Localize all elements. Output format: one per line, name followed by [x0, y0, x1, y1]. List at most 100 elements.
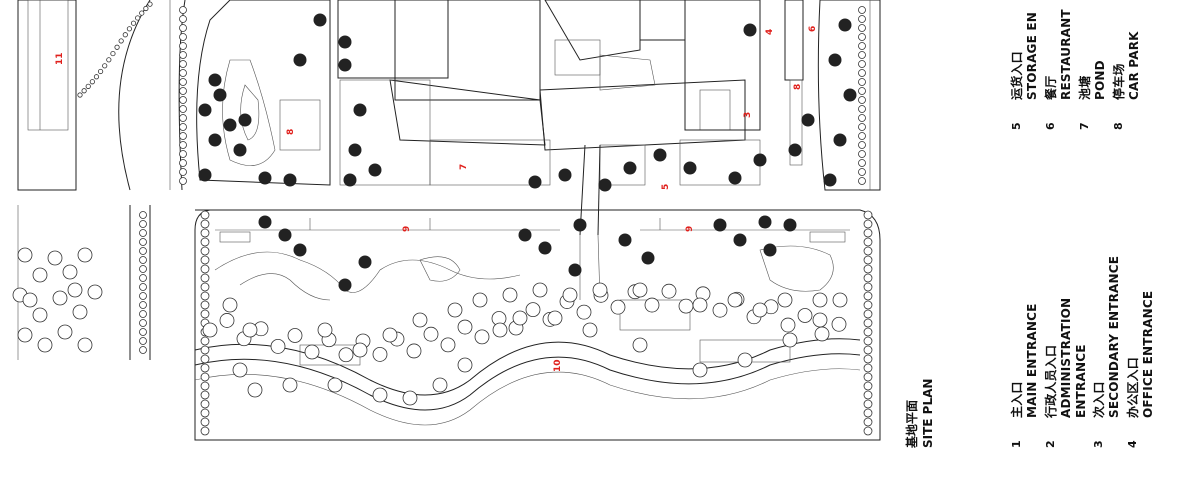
legend-num-2: 2	[1044, 440, 1057, 448]
tree-icon	[610, 299, 626, 315]
tree-icon	[858, 141, 866, 149]
tree-icon	[135, 15, 141, 21]
legend-cn-4: 办公区入口	[1126, 356, 1140, 418]
tree-icon	[713, 218, 727, 232]
tree-icon	[692, 362, 708, 378]
tree-icon	[179, 114, 187, 122]
tree-icon	[858, 69, 866, 77]
tree-icon	[858, 24, 866, 32]
tree-icon	[788, 143, 802, 157]
legend-en-8: CAR PARK	[1127, 31, 1141, 100]
tree-icon	[139, 211, 147, 219]
tree-icon	[474, 329, 490, 345]
tree-icon	[683, 161, 697, 175]
tree-icon	[831, 316, 847, 332]
legend-en-7: POND	[1093, 60, 1107, 100]
tree-icon	[126, 26, 133, 32]
tree-icon	[130, 20, 137, 26]
tree-icon	[72, 304, 88, 320]
tree-icon	[213, 88, 227, 102]
tree-icon	[678, 298, 694, 314]
tree-icon	[179, 42, 187, 50]
tree-icon	[858, 6, 866, 14]
tree-icon	[447, 302, 463, 318]
tree-icon	[343, 173, 357, 187]
tree-icon	[812, 292, 828, 308]
tree-icon	[102, 63, 108, 69]
tree-icon	[758, 215, 772, 229]
tree-icon	[525, 302, 541, 318]
tree-icon	[139, 310, 147, 318]
tree-icon	[200, 264, 210, 274]
zone-label-4: 4	[765, 29, 775, 35]
tree-icon	[200, 237, 210, 247]
tree-icon	[472, 292, 488, 308]
tree-icon	[179, 24, 187, 32]
tree-icon	[313, 13, 327, 27]
tree-icon	[77, 247, 93, 263]
tree-icon	[89, 79, 95, 85]
tree-icon	[562, 287, 578, 303]
trees	[12, 1, 873, 436]
tree-icon	[22, 292, 38, 308]
tree-icon	[618, 233, 632, 247]
tree-icon	[17, 327, 33, 343]
tree-icon	[258, 171, 272, 185]
legend-cn-2: 行政人员入口	[1044, 344, 1058, 418]
tree-icon	[139, 319, 147, 327]
legend-num-8: 8	[1112, 122, 1125, 130]
tree-icon	[858, 150, 866, 158]
legend-num-3: 3	[1092, 440, 1105, 448]
tree-icon	[623, 161, 637, 175]
tree-icon	[118, 38, 124, 44]
tree-icon	[352, 342, 368, 358]
tree-icon	[457, 319, 473, 335]
tree-icon	[179, 132, 187, 140]
tree-icon	[304, 344, 320, 360]
tree-icon	[139, 274, 147, 282]
tree-icon	[77, 92, 83, 98]
tree-icon	[32, 267, 48, 283]
tree-icon	[200, 300, 210, 310]
tree-icon	[568, 263, 582, 277]
tree-icon	[863, 408, 873, 418]
tree-icon	[139, 283, 147, 291]
left-building	[17, 0, 77, 191]
tree-icon	[838, 18, 852, 32]
title-cn: 基地平面	[905, 399, 919, 448]
tree-icon	[110, 50, 116, 57]
tree-icon	[348, 143, 362, 157]
legend-en-2b: ENTRANCE	[1074, 344, 1088, 418]
tree-icon	[576, 304, 592, 320]
tree-icon	[592, 282, 608, 298]
tree-icon	[783, 218, 797, 232]
page-title: SITE PLAN	[921, 378, 935, 448]
legend-en-2a: ADMINISTRATION	[1059, 297, 1073, 418]
tree-icon	[502, 287, 518, 303]
tree-icon	[632, 282, 648, 298]
tree-icon	[863, 327, 873, 337]
tree-icon	[406, 343, 422, 359]
tree-icon	[833, 133, 847, 147]
tree-icon	[858, 114, 866, 122]
tree-icon	[327, 377, 343, 393]
tree-icon	[653, 148, 667, 162]
tree-icon	[287, 328, 303, 343]
tree-icon	[858, 51, 866, 59]
tree-icon	[200, 363, 210, 373]
tree-icon	[200, 219, 210, 229]
tree-icon	[47, 250, 63, 266]
tree-icon	[77, 337, 93, 353]
tree-icon	[242, 322, 258, 338]
tree-icon	[858, 42, 866, 50]
tree-icon	[200, 273, 210, 283]
tree-icon	[85, 83, 91, 89]
tree-icon	[114, 44, 120, 50]
car-park-right	[784, 0, 881, 191]
tree-icon	[814, 326, 830, 342]
tree-icon	[200, 417, 210, 427]
tree-icon	[338, 58, 352, 72]
tree-icon	[692, 297, 708, 313]
zone-label-11: 11	[55, 52, 65, 65]
